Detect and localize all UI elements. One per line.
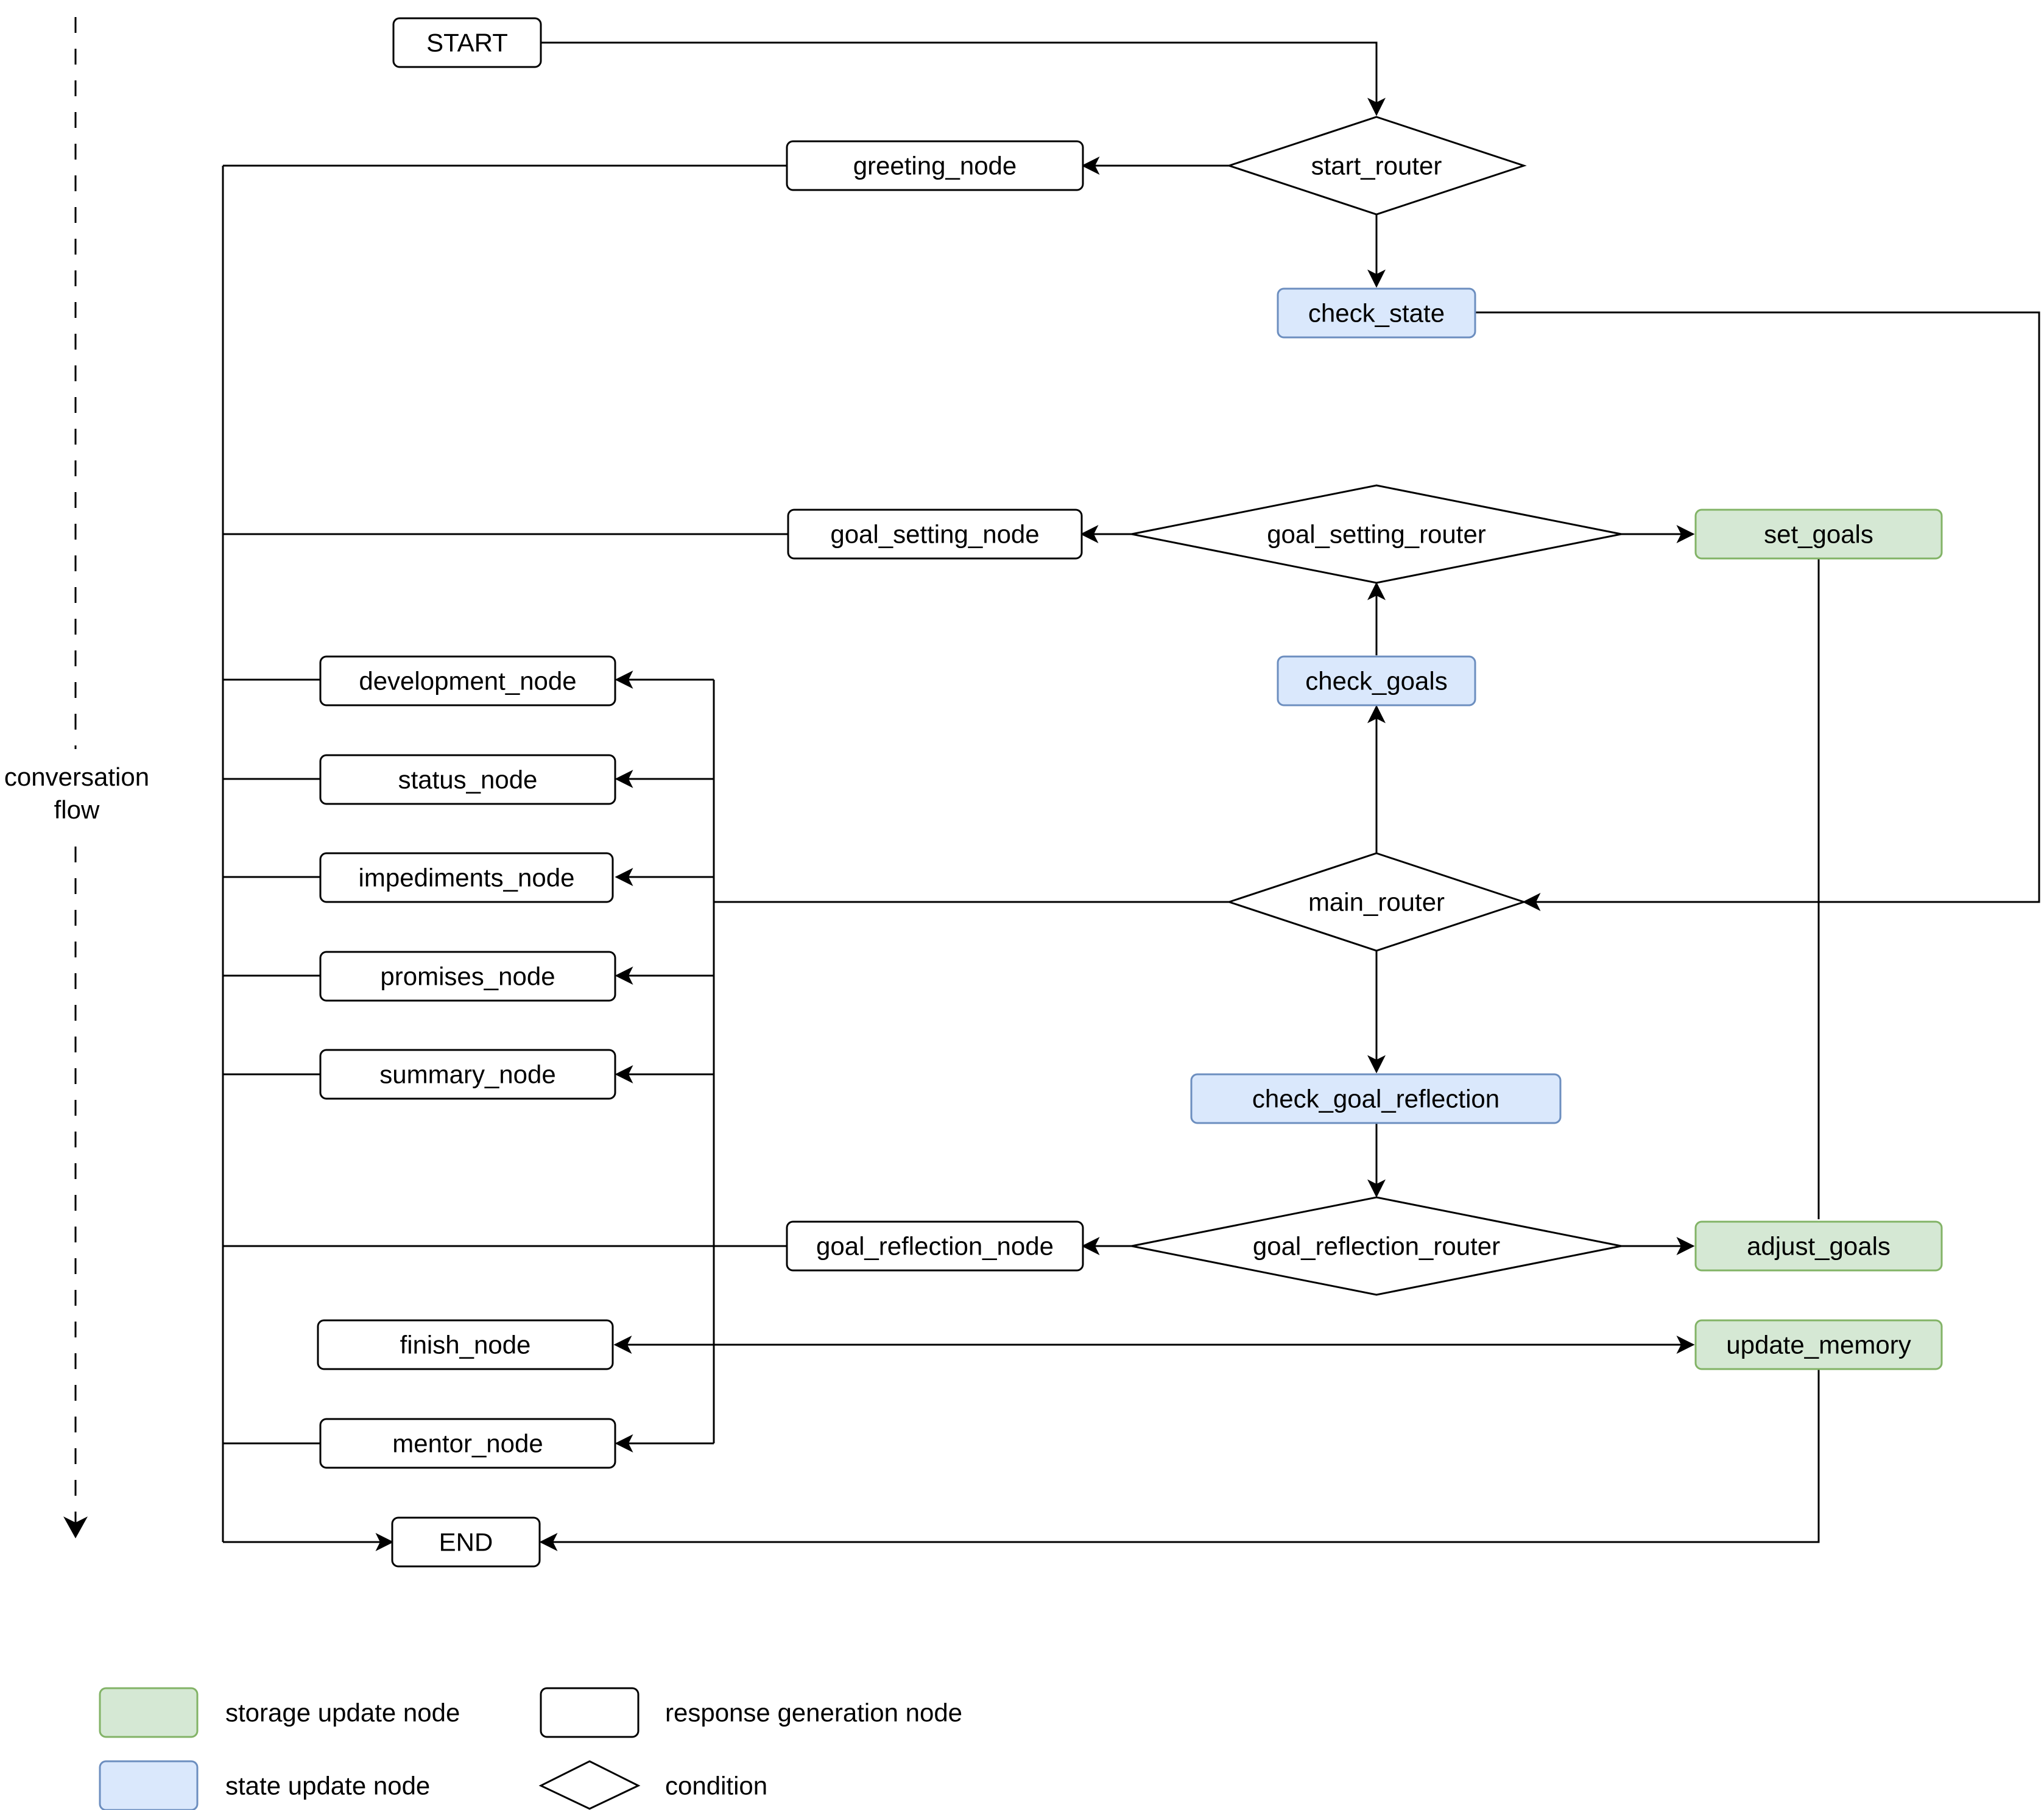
edges (222, 41, 2040, 1551)
greeting-node[interactable]: greeting_node (786, 140, 1084, 191)
summary-node[interactable]: summary_node (319, 1049, 616, 1100)
check-goal-reflection-label: check_goal_reflection (1252, 1085, 1500, 1113)
promises-node-label: promises_node (380, 962, 555, 991)
edge-start-to-start-router (541, 41, 1386, 116)
legend-condition-swatch (538, 1760, 641, 1810)
set-goals-label: set_goals (1764, 520, 1873, 549)
impediments-node[interactable]: impediments_node (319, 852, 614, 903)
development-node-label: development_node (359, 667, 576, 695)
main-router-label: main_router (1308, 888, 1445, 917)
legend-state-swatch (99, 1760, 199, 1810)
start-node[interactable]: START (392, 17, 542, 68)
check-goal-reflection-node[interactable]: check_goal_reflection (1190, 1073, 1562, 1124)
start-node-label: START (426, 29, 508, 57)
edge-update-memory-to-end (539, 1369, 1820, 1551)
summary-node-label: summary_node (379, 1060, 555, 1089)
status-node[interactable]: status_node (319, 754, 616, 805)
mentor-node[interactable]: mentor_node (319, 1418, 616, 1469)
legend-state-label: state update node (225, 1772, 430, 1800)
goal-reflection-router-condition[interactable]: goal_reflection_router (1131, 1196, 1622, 1296)
start-router-condition[interactable]: start_router (1226, 116, 1527, 216)
set-goals-node[interactable]: set_goals (1694, 509, 1943, 560)
goal-setting-node-label: goal_setting_node (830, 520, 1039, 549)
end-node[interactable]: END (391, 1516, 541, 1568)
legend-condition-label: condition (665, 1772, 767, 1800)
goal-setting-node[interactable]: goal_setting_node (787, 509, 1083, 560)
goal-reflection-node[interactable]: goal_reflection_node (786, 1220, 1084, 1272)
legend-item-storage: storage update node (99, 1687, 460, 1738)
nodes: START start_router greeting_node check_s… (317, 17, 1943, 1568)
legend-response-label: response generation node (665, 1699, 962, 1727)
goal-reflection-node-label: goal_reflection_node (816, 1232, 1054, 1261)
start-router-label: start_router (1311, 152, 1442, 180)
status-node-label: status_node (398, 766, 538, 794)
main-router-condition[interactable]: main_router (1226, 852, 1527, 952)
edge-check-state-to-main-router (1475, 311, 2040, 911)
promises-node[interactable]: promises_node (319, 951, 616, 1002)
check-state-label: check_state (1308, 299, 1445, 328)
check-goals-node[interactable]: check_goals (1277, 655, 1476, 706)
legend: storage update node response generation … (99, 1687, 962, 1810)
update-memory-node[interactable]: update_memory (1694, 1319, 1943, 1370)
legend-storage-swatch (99, 1687, 199, 1738)
legend-item-response: response generation node (540, 1687, 962, 1738)
greeting-node-label: greeting_node (853, 152, 1017, 180)
goal-setting-router-label: goal_setting_router (1267, 520, 1486, 549)
legend-item-state: state update node (99, 1760, 430, 1810)
impediments-node-label: impediments_node (359, 864, 575, 892)
development-node[interactable]: development_node (319, 655, 616, 706)
check-goals-label: check_goals (1305, 667, 1447, 695)
goal-setting-router-condition[interactable]: goal_setting_router (1131, 484, 1622, 584)
adjust-goals-label: adjust_goals (1747, 1232, 1891, 1261)
check-state-node[interactable]: check_state (1277, 287, 1476, 339)
finish-node-label: finish_node (400, 1331, 531, 1359)
update-memory-label: update_memory (1726, 1331, 1911, 1359)
legend-response-swatch (540, 1687, 640, 1738)
end-node-label: END (439, 1528, 493, 1557)
legend-item-condition: condition (538, 1760, 767, 1810)
adjust-goals-node[interactable]: adjust_goals (1694, 1220, 1943, 1272)
conversation-flow-arrow-icon (63, 1516, 88, 1538)
finish-node[interactable]: finish_node (317, 1319, 614, 1370)
legend-storage-label: storage update node (225, 1699, 460, 1727)
mentor-node-label: mentor_node (392, 1429, 543, 1458)
goal-reflection-router-label: goal_reflection_router (1253, 1232, 1500, 1261)
conversation-flow-label-line1: conversation (4, 762, 149, 791)
conversation-flow-indicator: conversation flow (4, 17, 149, 1538)
conversation-flow-label-line2: flow (54, 795, 100, 824)
